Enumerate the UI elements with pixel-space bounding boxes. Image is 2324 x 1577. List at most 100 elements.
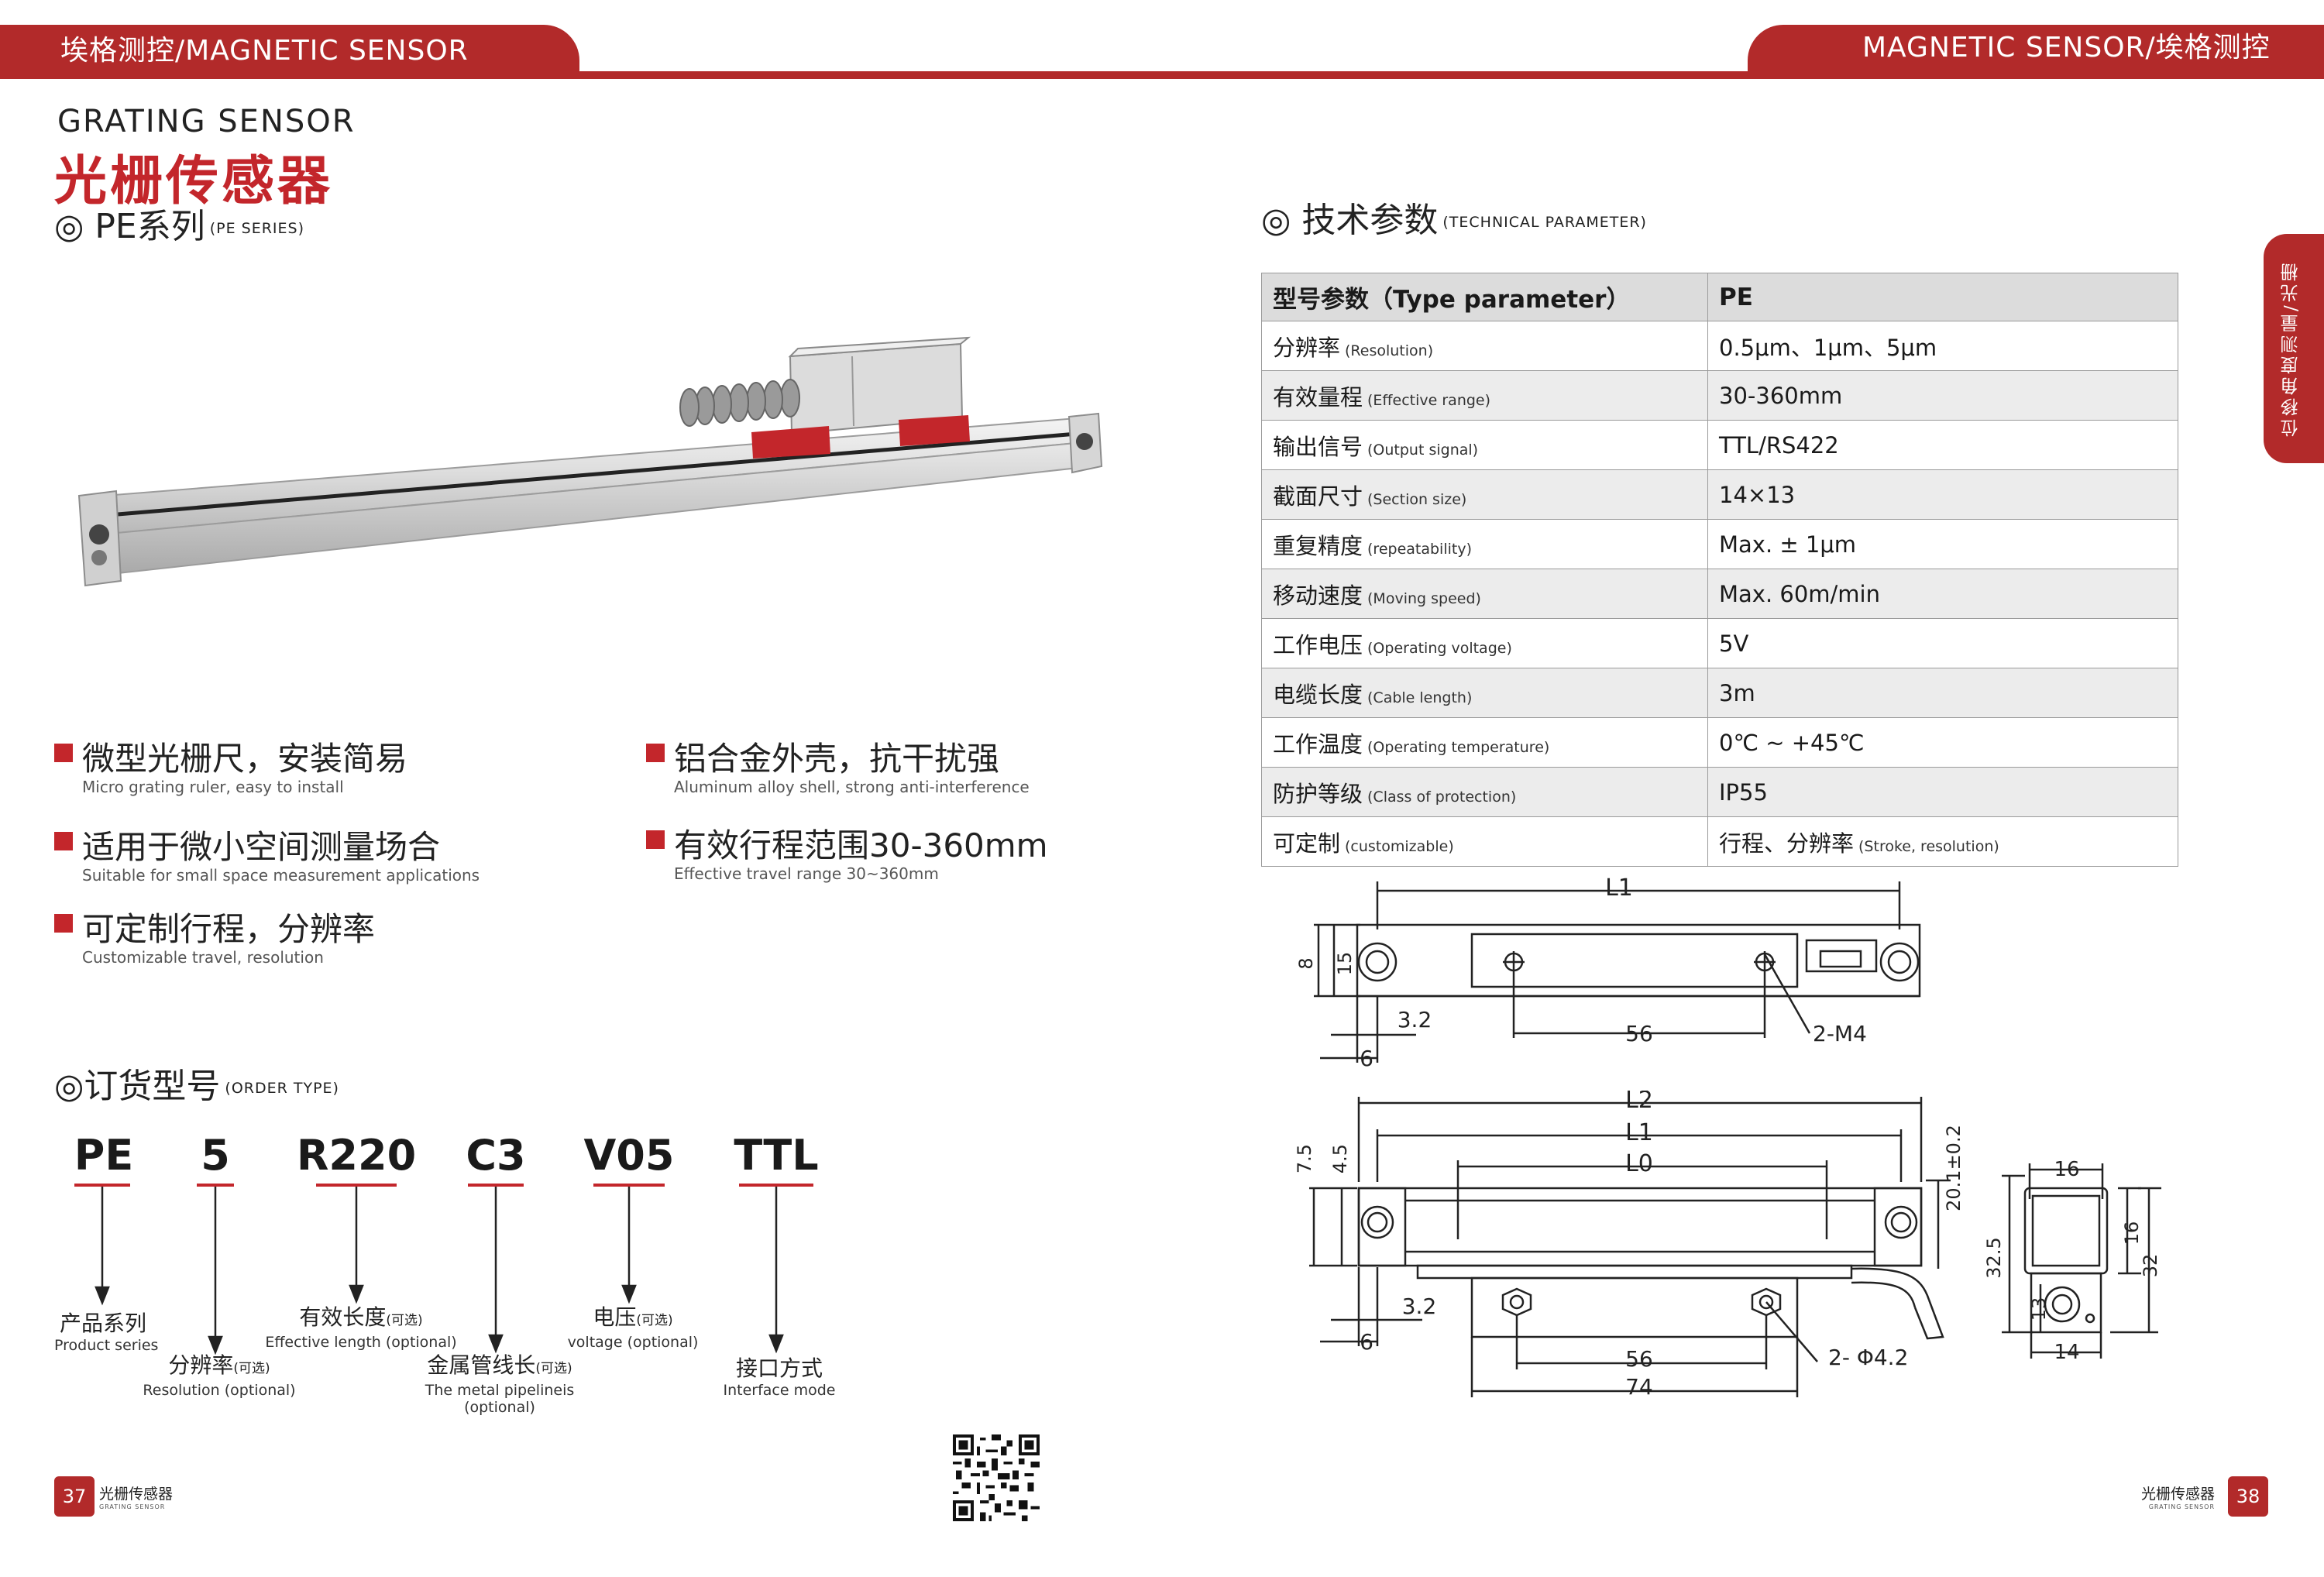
dim-l1-side: L1 — [1625, 1119, 1653, 1146]
param-name-en: (Output signal) — [1367, 441, 1479, 459]
feature-1-en: Micro grating ruler, easy to install — [82, 778, 344, 796]
dim-7-5: 7.5 — [1294, 1144, 1315, 1173]
tech-subtitle: (TECHNICAL PARAMETER) — [1442, 214, 1647, 231]
order-label-pipe-en: The metal pipelineis — [425, 1382, 575, 1399]
heading-cn: 光栅传感器 — [54, 151, 334, 212]
param-name: 输出信号 — [1273, 433, 1363, 460]
feature-4-en: Effective travel range 30~360mm — [674, 864, 939, 883]
bullet-square-icon — [646, 744, 665, 762]
param-name: 截面尺寸 — [1273, 483, 1363, 510]
table-row: 移动速度(Moving speed) Max. 60m/min — [1261, 569, 2178, 619]
order-label-voltage-opt: (可选) — [636, 1313, 673, 1328]
feature-4-cn: 有效行程范围30-360mm — [674, 826, 1048, 864]
bullet-square-icon — [54, 914, 73, 933]
order-label-pipe: 金属管线长(可选) The metal pipelineis (optional… — [414, 1352, 586, 1416]
order-label-voltage-en: voltage (optional) — [567, 1334, 699, 1351]
dim-14: 14 — [2054, 1341, 2079, 1364]
feature-3-en: Suitable for small space measurement app… — [82, 866, 480, 885]
order-label-interface: 接口方式 Interface mode — [722, 1355, 837, 1399]
param-value: Max. ± 1μm — [1707, 519, 2178, 569]
dim-3-2: 3.2 — [1397, 1007, 1432, 1032]
dim-32-5: 32.5 — [1986, 1237, 2005, 1278]
order-label-resolution: 分辨率(可选) Resolution (optional) — [136, 1352, 302, 1399]
feature-1-cn: 微型光栅尺，安装简易 — [82, 740, 408, 778]
qr-code-icon — [953, 1434, 1040, 1521]
order-label-pipe-cn: 金属管线长 — [427, 1352, 536, 1378]
param-value: 行程、分辨率 — [1719, 830, 1855, 857]
header-left-title: 埃格测控/MAGNETIC SENSOR — [60, 35, 469, 67]
tech-title-text: ◎ 技术参数 — [1261, 201, 1439, 240]
header-tab-left — [0, 25, 579, 79]
series-subtitle: (PE SERIES) — [209, 220, 304, 237]
order-code-series: PE — [74, 1131, 134, 1180]
order-label-pipe-opt: (可选) — [535, 1361, 572, 1376]
table-row: 截面尺寸(Section size) 14×13 — [1261, 469, 2178, 520]
order-label-pipe-en2: (optional) — [464, 1399, 535, 1416]
code-underline — [74, 1184, 130, 1187]
dim-3-2-side: 3.2 — [1402, 1294, 1437, 1319]
dim-13: 13 — [2028, 1297, 2050, 1321]
param-name-en: (Moving speed) — [1367, 589, 1481, 607]
order-subtitle: (ORDER TYPE) — [225, 1080, 339, 1097]
dim-m4: 2-M4 — [1813, 1021, 1867, 1046]
feature-2-en: Aluminum alloy shell, strong anti-interf… — [674, 778, 1030, 796]
param-name: 移动速度 — [1273, 582, 1363, 609]
dim-16-top: 16 — [2054, 1158, 2079, 1181]
param-value: 14×13 — [1707, 469, 2178, 520]
feature-5-cn: 可定制行程，分辨率 — [82, 910, 376, 948]
order-code-voltage: V05 — [583, 1131, 675, 1180]
param-name-en: (Class of protection) — [1367, 788, 1517, 806]
dim-16-side: 16 — [2121, 1221, 2143, 1245]
footer-right: 光栅传感器 GRATING SENSOR — [2141, 1483, 2215, 1510]
order-label-interface-en: Interface mode — [723, 1382, 836, 1399]
order-label-voltage: 电压(可选) voltage (optional) — [561, 1304, 705, 1351]
order-code-length: R220 — [296, 1131, 417, 1180]
dim-74: 74 — [1625, 1374, 1653, 1400]
table-row: 可定制(customizable) 行程、分辨率(Stroke, resolut… — [1261, 816, 2178, 867]
dim-32: 32 — [2140, 1254, 2161, 1278]
order-label-resolution-en: Resolution (optional) — [143, 1382, 296, 1399]
param-name-en: (Operating voltage) — [1367, 639, 1512, 657]
code-underline — [593, 1184, 665, 1187]
param-value-en: (Stroke, resolution) — [1858, 837, 1999, 855]
param-value: 5V — [1707, 618, 2178, 668]
top-view-drawing: L1 8 15 3.2 6 56 2-M4 — [1295, 874, 1921, 1071]
series-title-text: ◎ PE系列 — [54, 207, 205, 246]
page-number-right: 38 — [2228, 1476, 2268, 1517]
param-value: 0.5μm、1μm、5μm — [1707, 321, 2178, 371]
header-rule — [0, 71, 2324, 79]
param-name-en: (Cable length) — [1367, 689, 1473, 706]
param-value: 30-360mm — [1707, 370, 2178, 421]
feature-3-cn: 适用于微小空间测量场合 — [82, 828, 441, 866]
dim-15: 15 — [1334, 952, 1356, 976]
footer-left-en: GRATING SENSOR — [99, 1503, 166, 1510]
code-underline — [468, 1184, 524, 1187]
dim-4-5: 4.5 — [1329, 1144, 1351, 1173]
table-row: 电缆长度(Cable length) 3m — [1261, 668, 2178, 718]
feature-5-en: Customizable travel, resolution — [82, 948, 324, 967]
param-name-en: (Resolution) — [1345, 342, 1434, 359]
order-code-pipe: C3 — [466, 1131, 526, 1180]
code-underline — [739, 1184, 813, 1187]
bullet-square-icon — [646, 830, 665, 849]
product-image — [77, 336, 1103, 587]
order-label-interface-cn: 接口方式 — [735, 1355, 823, 1381]
dim-20-1: 20.1±0.2 — [1943, 1125, 1965, 1211]
feature-2-cn: 铝合金外壳，抗干扰强 — [674, 740, 1000, 778]
side-tab-text: 位移角度测量/光栅 — [2281, 260, 2302, 437]
param-name: 工作温度 — [1273, 730, 1363, 758]
order-code-resolution: 5 — [201, 1131, 230, 1180]
param-name-en: (Effective range) — [1367, 391, 1491, 409]
param-value: 0℃ ~ +45℃ — [1707, 717, 2178, 768]
param-name: 电缆长度 — [1273, 681, 1363, 708]
param-value: 3m — [1707, 668, 2178, 718]
param-value: TTL/RS422 — [1707, 420, 2178, 470]
side-view-drawing: L2 L1 L0 7.5 4.5 20.1±0.2 3.2 6 56 74 2-… — [1294, 1091, 1965, 1400]
series-title: ◎ PE系列(PE SERIES) — [54, 198, 304, 248]
param-name-en: (Operating temperature) — [1367, 738, 1550, 756]
code-underline — [316, 1184, 397, 1187]
order-label-voltage-cn: 电压 — [593, 1304, 637, 1330]
footer-right-en: GRATING SENSOR — [2148, 1503, 2216, 1510]
table-row: 分辨率(Resolution) 0.5μm、1μm、5μm — [1261, 321, 2178, 371]
table-header-row: 型号参数（Type parameter） PE — [1261, 273, 2178, 321]
